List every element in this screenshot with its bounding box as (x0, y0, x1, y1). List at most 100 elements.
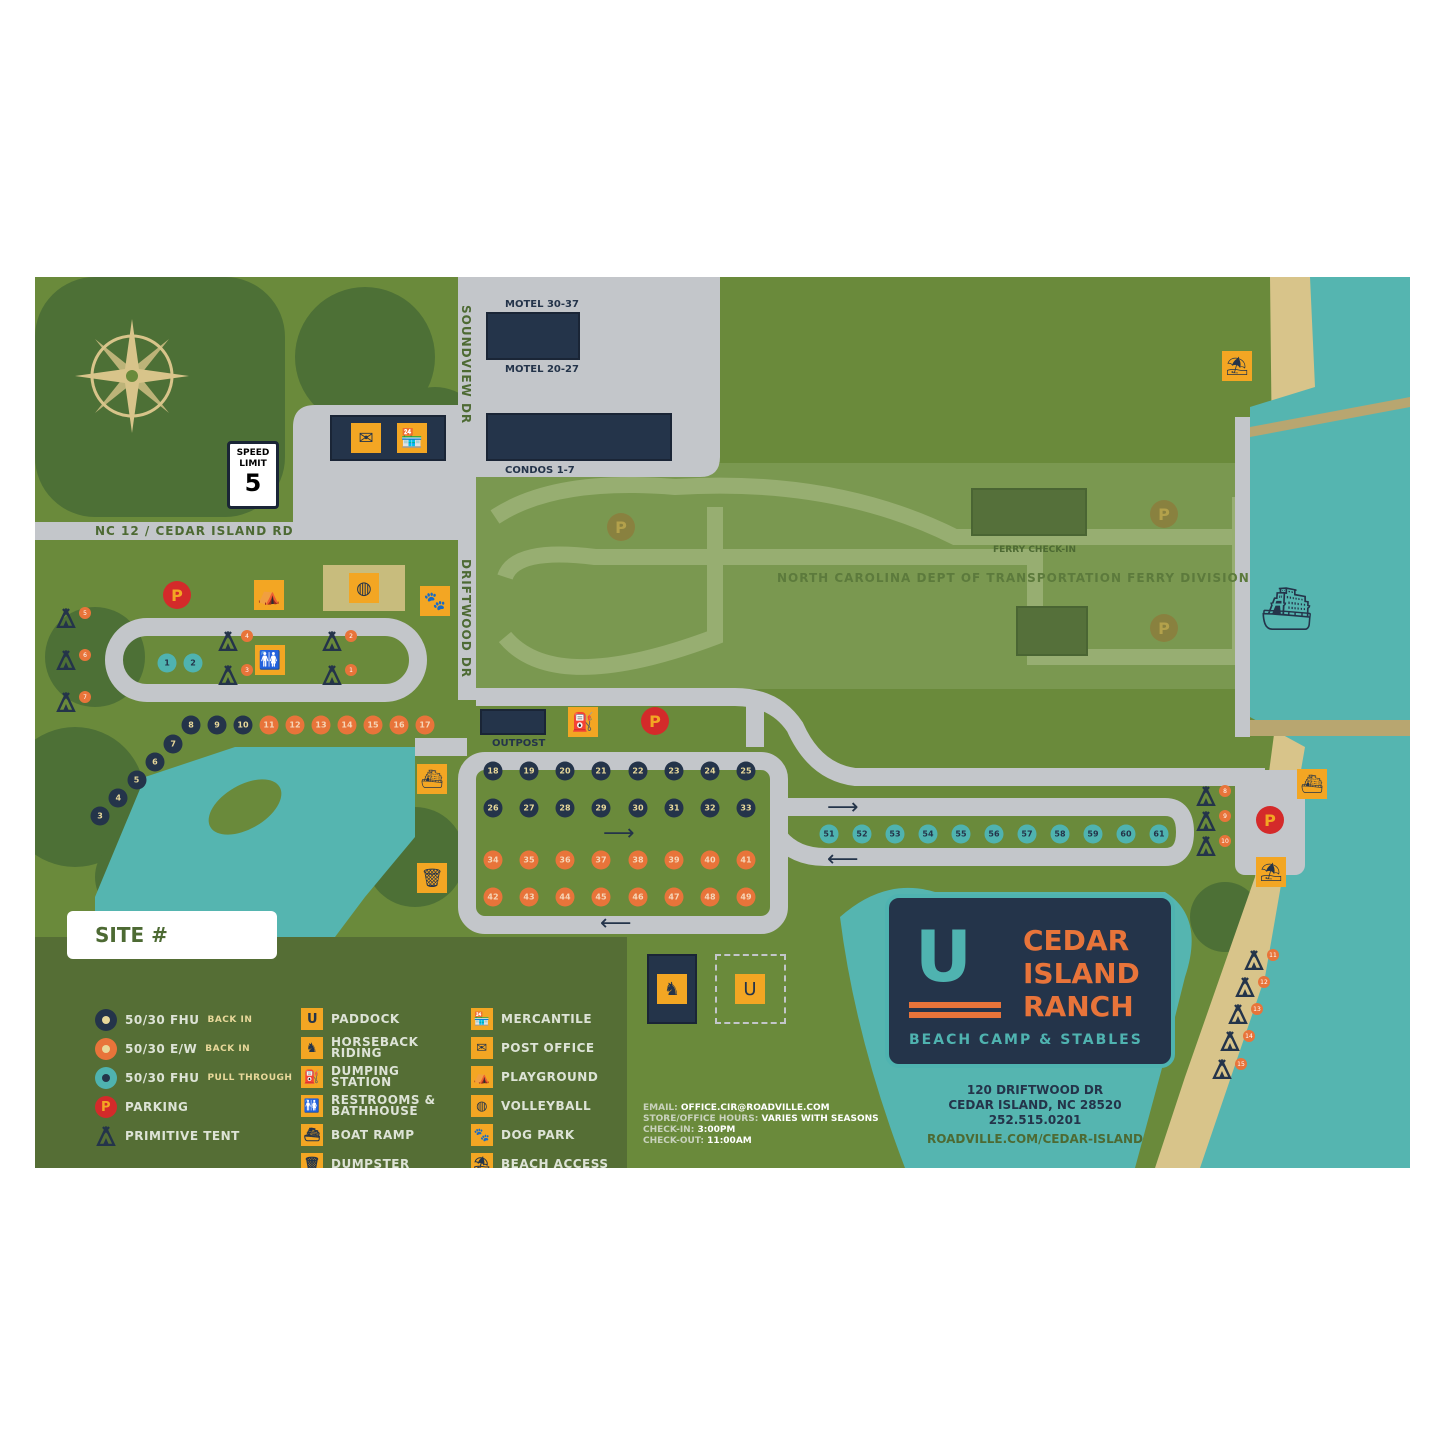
campsite-26[interactable]: 26 (483, 798, 503, 818)
campsite-9[interactable]: 9 (207, 715, 227, 735)
campsite-32[interactable]: 32 (700, 798, 720, 818)
ferry-checkin-building (971, 488, 1087, 536)
tent-site-7[interactable]: 7 (56, 691, 92, 713)
tent-site-4[interactable]: 4 (218, 630, 254, 652)
campsite-22[interactable]: 22 (628, 761, 648, 781)
campsite-33[interactable]: 33 (736, 798, 756, 818)
campsite-60[interactable]: 60 (1116, 824, 1136, 844)
tent-site-2[interactable]: 2 (322, 630, 358, 652)
legend-label: 50/30 E/W (125, 1042, 198, 1056)
email-link[interactable]: OFFICE.CIR@ROADVILLE.COM (680, 1103, 830, 1113)
address-city: CEDAR ISLAND, NC 28520 (948, 1098, 1122, 1112)
legend-item: 🏪MERCANTILE (471, 1008, 592, 1030)
campsite-40[interactable]: 40 (700, 850, 720, 870)
campsite-1[interactable]: 1 (157, 653, 177, 673)
campsite-23[interactable]: 23 (664, 761, 684, 781)
campsite-43[interactable]: 43 (519, 887, 539, 907)
campsite-25[interactable]: 25 (736, 761, 756, 781)
campsite-38[interactable]: 38 (628, 850, 648, 870)
tent-site-8[interactable]: 8 (1196, 785, 1232, 807)
campsite-14[interactable]: 14 (337, 715, 357, 735)
campsite-29[interactable]: 29 (591, 798, 611, 818)
tent-icon (1228, 1004, 1248, 1024)
campsite-20[interactable]: 20 (555, 761, 575, 781)
legend-label: DOG PARK (501, 1127, 575, 1142)
campsite-45[interactable]: 45 (591, 887, 611, 907)
campsite-37[interactable]: 37 (591, 850, 611, 870)
campsite-53[interactable]: 53 (885, 824, 905, 844)
campsite-4[interactable]: 4 (108, 788, 128, 808)
tent-site-6[interactable]: 6 (56, 649, 92, 671)
tent-site-3[interactable]: 3 (218, 664, 254, 686)
campsite-18[interactable]: 18 (483, 761, 503, 781)
campsite-44[interactable]: 44 (555, 887, 575, 907)
campsite-3[interactable]: 3 (90, 806, 110, 826)
campsite-28[interactable]: 28 (555, 798, 575, 818)
campsite-10[interactable]: 10 (233, 715, 253, 735)
campsite-39[interactable]: 39 (664, 850, 684, 870)
tent-site-9[interactable]: 9 (1196, 810, 1232, 832)
legend-item: ⛱BEACH ACCESS (471, 1153, 609, 1168)
tent-number: 8 (1219, 785, 1231, 797)
tent-number: 7 (79, 691, 91, 703)
tent-site-5[interactable]: 5 (56, 607, 92, 629)
campsite-59[interactable]: 59 (1083, 824, 1103, 844)
ferry-parking-icon: P (607, 513, 635, 541)
campsite-49[interactable]: 49 (736, 887, 756, 907)
ferry-roads (490, 477, 1248, 675)
campsite-41[interactable]: 41 (736, 850, 756, 870)
campsite-19[interactable]: 19 (519, 761, 539, 781)
campsite-34[interactable]: 34 (483, 850, 503, 870)
campsite-17[interactable]: 17 (415, 715, 435, 735)
campsite-52[interactable]: 52 (852, 824, 872, 844)
campsite-47[interactable]: 47 (664, 887, 684, 907)
campsite-24[interactable]: 24 (700, 761, 720, 781)
campsite-21[interactable]: 21 (591, 761, 611, 781)
campsite-6[interactable]: 6 (145, 752, 165, 772)
campsite-46[interactable]: 46 (628, 887, 648, 907)
campsite-7[interactable]: 7 (163, 734, 183, 754)
legend-label: DUMPING STATION (331, 1064, 400, 1089)
tent-number: 1 (345, 664, 357, 676)
tent-site-11[interactable]: 11 (1244, 949, 1280, 971)
tent-site-14[interactable]: 14 (1220, 1030, 1256, 1052)
campsite-31[interactable]: 31 (664, 798, 684, 818)
brand-line-1: CEDAR (1023, 924, 1130, 957)
campsite-15[interactable]: 15 (363, 715, 383, 735)
campsite-30[interactable]: 30 (628, 798, 648, 818)
one-way-arrow-icon: ⟶ (603, 821, 635, 846)
ferry-division-label: NORTH CAROLINA DEPT OF TRANSPORTATION FE… (777, 571, 1250, 585)
tent-icon (218, 665, 238, 685)
campsite-56[interactable]: 56 (984, 824, 1004, 844)
campsite-35[interactable]: 35 (519, 850, 539, 870)
campsite-55[interactable]: 55 (951, 824, 971, 844)
campsite-61[interactable]: 61 (1149, 824, 1169, 844)
campsite-42[interactable]: 42 (483, 887, 503, 907)
campsite-12[interactable]: 12 (285, 715, 305, 735)
campsite-16[interactable]: 16 (389, 715, 409, 735)
tent-site-12[interactable]: 12 (1235, 976, 1271, 998)
website-link[interactable]: ROADVILLE.COM/CEDAR-ISLAND (926, 1132, 1144, 1146)
campsite-13[interactable]: 13 (311, 715, 331, 735)
campsite-58[interactable]: 58 (1050, 824, 1070, 844)
campsite-36[interactable]: 36 (555, 850, 575, 870)
campsite-54[interactable]: 54 (918, 824, 938, 844)
tent-site-13[interactable]: 13 (1228, 1003, 1264, 1025)
campsite-57[interactable]: 57 (1017, 824, 1037, 844)
hours-label: STORE/OFFICE HOURS: (643, 1114, 759, 1124)
campsite-51[interactable]: 51 (819, 824, 839, 844)
campsite-27[interactable]: 27 (519, 798, 539, 818)
restroom-icon: 🚻 (255, 645, 285, 675)
campsite-8[interactable]: 8 (181, 715, 201, 735)
campsite-5[interactable]: 5 (127, 770, 147, 790)
tent-site-1[interactable]: 1 (322, 664, 358, 686)
tent-site-10[interactable]: 10 (1196, 835, 1232, 857)
tent-number: 6 (79, 649, 91, 661)
campsite-2[interactable]: 2 (183, 653, 203, 673)
motel-top-label: MOTEL 30-37 (505, 299, 579, 310)
campsite-11[interactable]: 11 (259, 715, 279, 735)
legend-label: PRIMITIVE TENT (125, 1129, 240, 1143)
legend-label: 50/30 FHU (125, 1013, 200, 1027)
campsite-48[interactable]: 48 (700, 887, 720, 907)
tent-site-15[interactable]: 15 (1212, 1058, 1248, 1080)
